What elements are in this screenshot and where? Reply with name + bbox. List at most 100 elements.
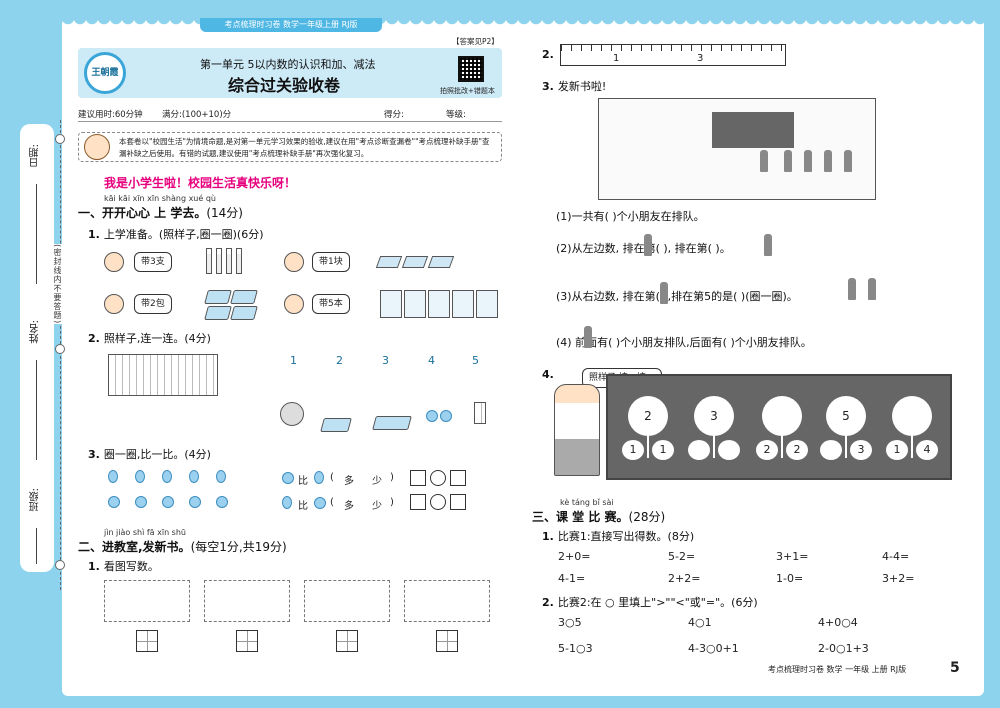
calc-item[interactable]: 3+2= <box>882 572 915 585</box>
child-figure-icon <box>844 150 852 172</box>
compare-item[interactable]: 2-0○1+3 <box>818 642 869 655</box>
tissue-pack-icon[interactable] <box>204 306 232 320</box>
grade-label: 等级: <box>446 110 466 120</box>
less-word[interactable]: 少 <box>372 501 382 512</box>
flower-top: 5 <box>826 396 866 436</box>
cut-line-text: (密封线内不要答题) <box>52 244 63 325</box>
calc-item[interactable]: 2+0= <box>558 550 591 563</box>
tissue-pack-icon[interactable] <box>204 290 232 304</box>
pencil-icon[interactable] <box>206 248 212 274</box>
eraser-icon[interactable] <box>427 256 455 268</box>
flower-leaf-left[interactable] <box>820 440 842 460</box>
notebook-icon[interactable] <box>452 290 474 318</box>
child-figure-icon <box>760 150 768 172</box>
notebook-icon[interactable] <box>380 290 402 318</box>
q-text: 照样子,连一连。(4分) <box>103 332 211 345</box>
flower-icon[interactable] <box>135 496 147 508</box>
binding-hole <box>55 134 65 144</box>
number-label: 5 <box>472 354 479 367</box>
calc-item[interactable]: 3+1= <box>776 550 809 563</box>
subheading: 我是小学生啦！校园生活真快乐呀！ <box>104 176 297 190</box>
qr-code-icon[interactable] <box>458 56 484 82</box>
flower-icon[interactable] <box>108 496 120 508</box>
pencil-icon[interactable] <box>236 248 242 274</box>
balloon-icon[interactable] <box>216 470 226 483</box>
time-text: 建议用时:60分钟 <box>78 110 143 120</box>
flower-stem <box>845 436 847 458</box>
answer-grid[interactable] <box>236 630 258 652</box>
answer-grid[interactable] <box>436 630 458 652</box>
flower-top[interactable] <box>762 396 802 436</box>
q-number: 2. <box>542 596 554 609</box>
cubes-picture <box>104 580 190 622</box>
bench-icon[interactable] <box>320 418 352 432</box>
more-word[interactable]: 多 <box>344 476 354 487</box>
child-figure-icon[interactable] <box>848 278 856 300</box>
flower-top[interactable] <box>892 396 932 436</box>
name-label: 姓名: <box>30 320 41 344</box>
calc-item[interactable]: 4-4= <box>882 550 910 563</box>
answer-circle[interactable] <box>430 470 446 486</box>
compare-item[interactable]: 4+0○4 <box>818 616 858 629</box>
eraser-icon[interactable] <box>375 256 403 268</box>
calc-item[interactable]: 1-0= <box>776 572 804 585</box>
more-word[interactable]: 多 <box>344 501 354 512</box>
compare-item[interactable]: 4-3○0+1 <box>688 642 739 655</box>
answer-circle[interactable] <box>430 494 446 510</box>
compare-item[interactable]: 3○5 <box>558 616 582 629</box>
child-face-icon <box>104 252 124 272</box>
answer-box[interactable] <box>410 494 426 510</box>
flower-leaf-right: 1 <box>652 440 674 460</box>
trash-bins-icon[interactable] <box>372 416 412 430</box>
flower-icon[interactable] <box>440 410 452 422</box>
tissue-pack-icon[interactable] <box>230 290 258 304</box>
pencil-icon[interactable] <box>216 248 222 274</box>
notebook-icon[interactable] <box>428 290 450 318</box>
flower-icon[interactable] <box>189 496 201 508</box>
balloon-icon[interactable] <box>189 470 199 483</box>
flower-leaf-right: 3 <box>850 440 872 460</box>
section2-heading: 二、进教室,发新书。(每空1分,共19分) <box>78 538 287 555</box>
date-label: 日期: <box>30 144 41 168</box>
calc-item[interactable]: 2+2= <box>668 572 701 585</box>
answer-box[interactable] <box>450 494 466 510</box>
eraser-icon[interactable] <box>401 256 429 268</box>
child-face-icon <box>104 294 124 314</box>
flower-icon[interactable] <box>216 496 228 508</box>
notebook-icon[interactable] <box>476 290 498 318</box>
flower-leaf-left[interactable] <box>688 440 710 460</box>
number-label: 2 <box>336 354 343 367</box>
balloon-icon[interactable] <box>162 470 172 483</box>
less-word[interactable]: 少 <box>372 476 382 487</box>
fence-icon[interactable] <box>474 402 486 424</box>
question-line: (1)一共有( )个小朋友在排队。 <box>556 210 705 223</box>
compare-item[interactable]: 5-1○3 <box>558 642 593 655</box>
child-figure-icon <box>784 150 792 172</box>
page-number: 5 <box>950 660 960 676</box>
qr-label: 拍照批改+错题本 <box>440 87 495 95</box>
tissue-pack-icon[interactable] <box>230 306 258 320</box>
flower-icon[interactable] <box>426 410 438 422</box>
class-line <box>36 528 37 564</box>
answer-grid[interactable] <box>136 630 158 652</box>
section1-heading: 一、开开心心 上 学去。(14分) <box>78 204 243 221</box>
question-line: (3)从右边数, 排在第( ),排在第5的是( )(圈一圈)。 <box>556 290 798 303</box>
calc-item[interactable]: 5-2= <box>668 550 696 563</box>
unit-title: 第一单元 5以内数的认识和加、减法 <box>200 58 376 71</box>
flower-icon[interactable] <box>162 496 174 508</box>
section3-label: 三、课 堂 比 赛。 <box>532 510 629 524</box>
child-figure-icon[interactable] <box>868 278 876 300</box>
answer-box[interactable] <box>450 470 466 486</box>
q-number: 1. <box>88 228 100 241</box>
tree-icon[interactable] <box>280 402 304 426</box>
compare-item[interactable]: 4○1 <box>688 616 712 629</box>
pencil-icon[interactable] <box>226 248 232 274</box>
notebook-icon[interactable] <box>404 290 426 318</box>
balloon-icon[interactable] <box>108 470 118 483</box>
ruler: 1 3 <box>560 44 786 66</box>
calc-item[interactable]: 4-1= <box>558 572 586 585</box>
answer-box[interactable] <box>410 470 426 486</box>
flower-leaf-right[interactable] <box>718 440 740 460</box>
answer-grid[interactable] <box>336 630 358 652</box>
balloon-icon[interactable] <box>135 470 145 483</box>
